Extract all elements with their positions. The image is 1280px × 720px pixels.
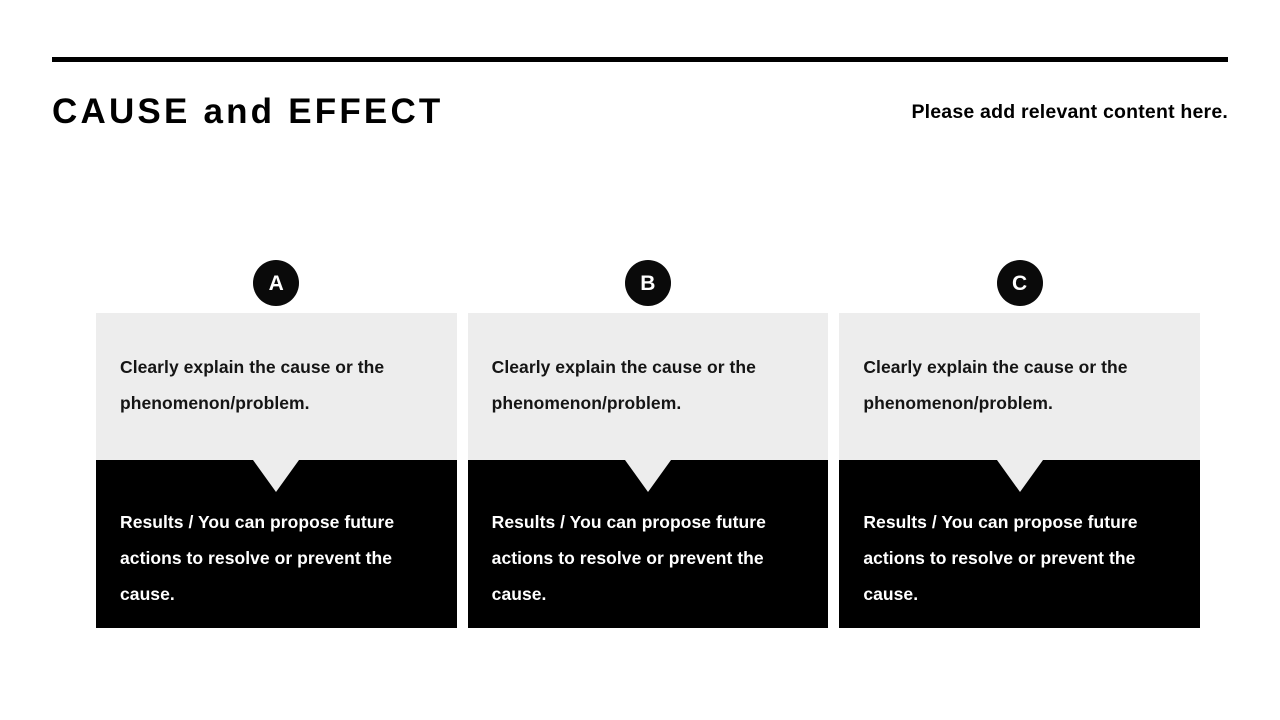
header-divider-rule [52, 57, 1228, 62]
down-arrow-notch-icon-c [996, 460, 1043, 492]
effect-text-a: Results / You can propose future actions… [120, 512, 395, 604]
header-placeholder-note: Please add relevant content here. [911, 101, 1228, 123]
badge-zone-b: B [468, 253, 829, 313]
effect-box-b[interactable]: Results / You can propose future actions… [467, 460, 829, 628]
cause-text-a: Clearly explain the cause or the phenome… [120, 357, 385, 413]
page-title: CAUSE and EFFECT [52, 92, 444, 131]
slide-header: CAUSE and EFFECT Please add relevant con… [52, 86, 1228, 138]
cause-box-b[interactable]: Clearly explain the cause or the phenome… [467, 313, 829, 460]
cause-text-c: Clearly explain the cause or the phenome… [863, 357, 1128, 413]
badge-zone-c: C [839, 253, 1200, 313]
effect-box-a[interactable]: Results / You can propose future actions… [96, 460, 457, 628]
effect-text-c: Results / You can propose future actions… [863, 512, 1138, 604]
badge-zone-a: A [96, 253, 457, 313]
down-arrow-notch-icon-a [253, 460, 300, 492]
cause-box-c[interactable]: Clearly explain the cause or the phenome… [839, 313, 1201, 460]
column-badge-b[interactable]: B [625, 260, 671, 306]
cause-box-a[interactable]: Clearly explain the cause or the phenome… [96, 313, 457, 460]
column-badge-c[interactable]: C [996, 260, 1043, 306]
effect-text-b: Results / You can propose future actions… [491, 512, 766, 604]
cause-effect-columns: A Clearly explain the cause or the pheno… [96, 253, 1201, 628]
down-arrow-notch-icon-b [625, 460, 671, 492]
cause-effect-column-c[interactable]: C Clearly explain the cause or the pheno… [839, 253, 1201, 628]
effect-box-c[interactable]: Results / You can propose future actions… [839, 460, 1201, 628]
cause-text-b: Clearly explain the cause or the phenome… [491, 357, 756, 413]
cause-effect-column-a[interactable]: A Clearly explain the cause or the pheno… [96, 253, 457, 628]
column-badge-a[interactable]: A [253, 260, 300, 306]
cause-effect-column-b[interactable]: B Clearly explain the cause or the pheno… [467, 253, 829, 628]
